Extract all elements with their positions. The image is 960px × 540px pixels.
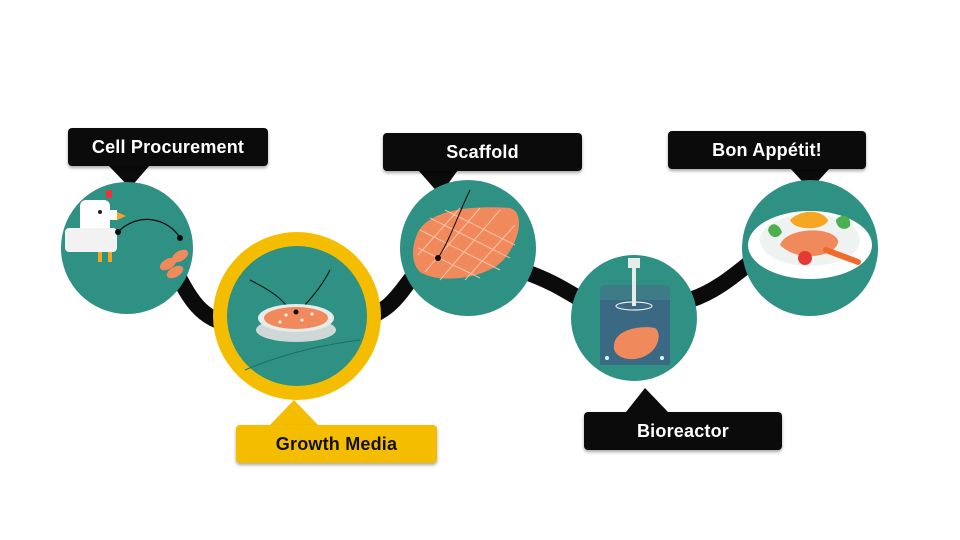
petri-dish-icon — [256, 304, 336, 342]
cell-procurement-label: Cell Procurement — [68, 128, 268, 166]
bioreactor-icon — [600, 258, 670, 365]
cell-procurement-node — [61, 182, 193, 314]
callout-pointer-bon — [790, 168, 830, 190]
chicken-icon — [65, 190, 126, 262]
scaffold-meat-icon — [413, 207, 520, 281]
plate-icon — [748, 211, 872, 279]
callout-pointer-growth — [270, 400, 318, 425]
bioreactor-label: Bioreactor — [584, 412, 782, 450]
callout-pointer-bio — [626, 388, 668, 412]
callout-pointer-scaffold — [418, 170, 458, 195]
bioreactor-node — [571, 255, 697, 381]
connector-line — [162, 247, 768, 333]
callout-pointer-cell — [108, 165, 150, 188]
scaffold-label: Scaffold — [383, 133, 582, 171]
scaffold-node — [400, 180, 536, 316]
bon-appetit-label: Bon Appétit! — [668, 131, 866, 169]
cells-icon — [159, 249, 189, 279]
bon-appetit-node — [742, 180, 878, 316]
growth-media-node — [227, 246, 367, 386]
growth-media-label: Growth Media — [236, 425, 437, 463]
